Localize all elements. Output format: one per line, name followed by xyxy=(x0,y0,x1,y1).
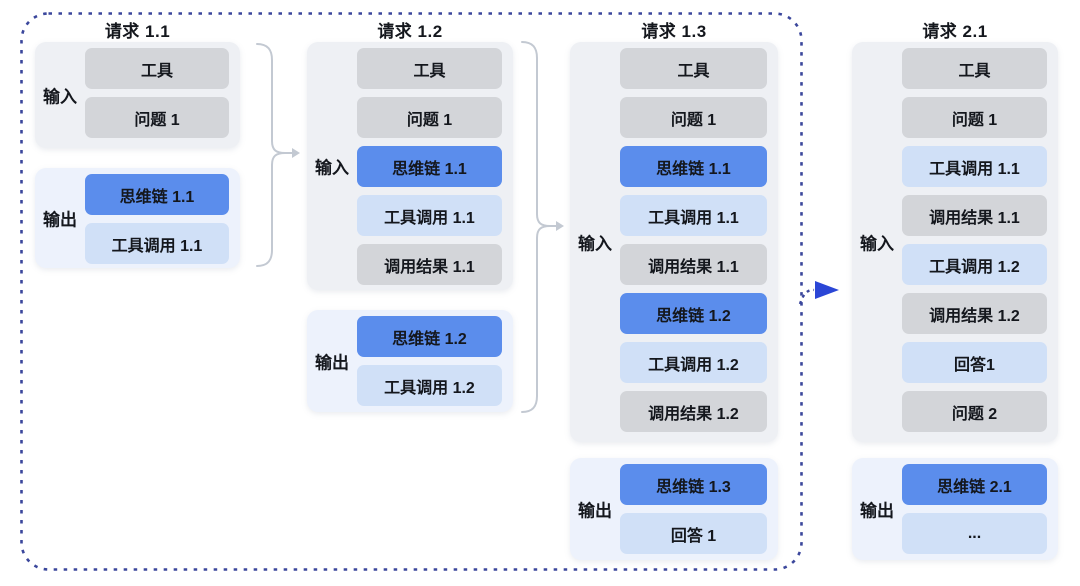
output-group: 输出 思维链 1.2 工具调用 1.2 xyxy=(307,310,513,412)
message-box: 工具调用 1.2 xyxy=(902,244,1047,285)
output-group: 输出 思维链 1.1 工具调用 1.1 xyxy=(35,168,240,268)
request-title: 请求 1.2 xyxy=(377,22,443,41)
message-box: 调用结果 1.1 xyxy=(357,244,502,285)
input-group: 输入 工具问题 1 xyxy=(35,42,240,148)
message-box: 工具调用 1.1 xyxy=(357,195,502,236)
input-group: 输入 工具问题 1 工具调用 1.1 调用结果 1.1 工具调用 1.2 调用结果 1.… xyxy=(852,42,1058,442)
input-label: 输入 xyxy=(860,234,894,254)
message-box: 回答 1 xyxy=(620,513,767,554)
output-label: 输出 xyxy=(43,210,77,230)
message-box: 思维链 1.2 xyxy=(357,316,502,357)
merge-brace-2-arrowhead-icon xyxy=(556,221,564,231)
message-box: 工具调用 1.1 xyxy=(85,223,229,264)
message-box: 工具 xyxy=(902,48,1047,89)
message-box: 思维链 1.1 xyxy=(85,174,229,215)
output-label: 输出 xyxy=(860,501,894,521)
input-label: 输入 xyxy=(578,234,612,254)
merge-brace-2 xyxy=(521,41,557,413)
message-box: 思维链 1.3 xyxy=(620,464,767,505)
merge-brace-1-arrowhead-icon xyxy=(292,148,300,158)
input-group: 输入 工具问题 1 思维链 1.1 工具调用 1.1 调用结果 1.1 xyxy=(307,42,513,290)
message-box: 问题 1 xyxy=(85,97,229,138)
message-box: 思维链 2.1 xyxy=(902,464,1047,505)
message-box: 工具调用 1.1 xyxy=(620,195,767,236)
message-box: 调用结果 1.1 xyxy=(902,195,1047,236)
request-column-1-1: 请求 1.1 输入 工具问题 1 输出 思维链 1.1 工具调用 1.1 xyxy=(35,0,240,586)
request-column-1-3: 请求 1.3 输入 工具问题 1 思维链 1.1 工具调用 1.1 调用结果 1.1 思… xyxy=(570,0,778,586)
next-request-arrow-tail xyxy=(798,288,815,305)
input-group: 输入 工具问题 1 思维链 1.1 工具调用 1.1 调用结果 1.1 思维链 1.2 工… xyxy=(570,42,778,442)
merge-brace-1 xyxy=(256,43,293,267)
next-request-arrow-icon xyxy=(815,281,839,299)
message-box: 工具 xyxy=(357,48,502,89)
input-label: 输入 xyxy=(315,158,349,178)
message-box: 问题 1 xyxy=(357,97,502,138)
message-box: 调用结果 1.1 xyxy=(620,244,767,285)
message-box: 工具调用 1.2 xyxy=(357,365,502,406)
output-group: 输出 思维链 2.1... xyxy=(852,458,1058,560)
message-box: 问题 2 xyxy=(902,391,1047,432)
output-label: 输出 xyxy=(315,353,349,373)
message-box: 工具调用 1.1 xyxy=(902,146,1047,187)
message-box: 工具 xyxy=(85,48,229,89)
message-box: 回答1 xyxy=(902,342,1047,383)
output-group: 输出 思维链 1.3 回答 1 xyxy=(570,458,778,560)
message-box: 问题 1 xyxy=(620,97,767,138)
message-box: 工具 xyxy=(620,48,767,89)
message-box: 思维链 1.1 xyxy=(357,146,502,187)
message-box: 工具调用 1.2 xyxy=(620,342,767,383)
request-column-2-1: 请求 2.1 输入 工具问题 1 工具调用 1.1 调用结果 1.1 工具调用 1.2… xyxy=(852,0,1058,586)
message-box: 思维链 1.2 xyxy=(620,293,767,334)
message-box: 调用结果 1.2 xyxy=(620,391,767,432)
message-box: 问题 1 xyxy=(902,97,1047,138)
request-title: 请求 1.3 xyxy=(641,22,707,41)
message-box: ... xyxy=(902,513,1047,554)
request-title: 请求 1.1 xyxy=(104,22,171,41)
output-label: 输出 xyxy=(578,501,612,521)
request-title: 请求 2.1 xyxy=(922,22,988,41)
input-label: 输入 xyxy=(43,87,77,107)
message-box: 调用结果 1.2 xyxy=(902,293,1047,334)
message-box: 思维链 1.1 xyxy=(620,146,767,187)
